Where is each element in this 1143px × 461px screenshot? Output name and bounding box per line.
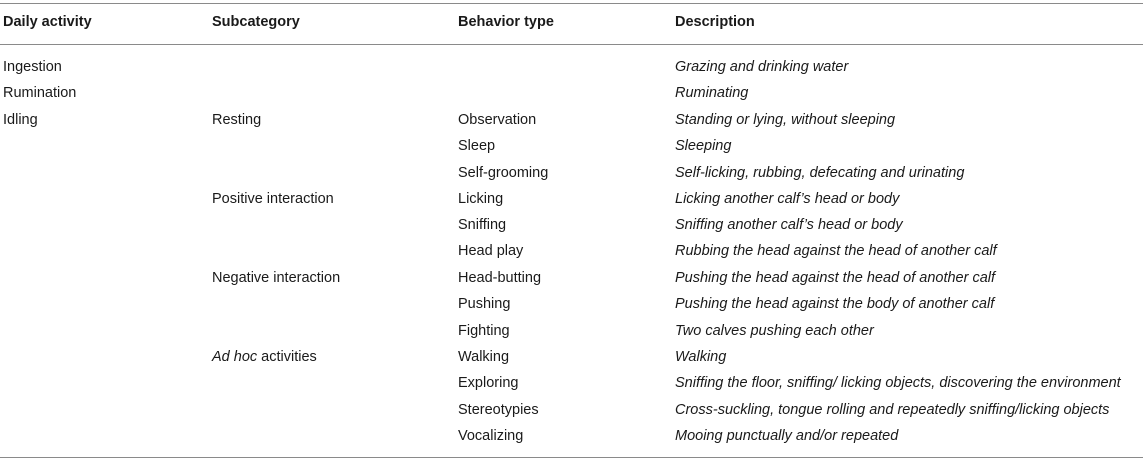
table-row: Stereotypies Cross-suckling, tongue roll… <box>0 397 1143 423</box>
cell-behavior: Head-butting <box>458 270 542 286</box>
table-row: Rumination Ruminating <box>0 80 1143 106</box>
cell-description: Ruminating <box>675 85 749 101</box>
cell-behavior: Walking <box>458 349 510 365</box>
cell-behavior: Pushing <box>458 296 511 312</box>
cell-description: Walking <box>675 349 727 365</box>
cell-description: Cross-suckling, tongue rolling and repea… <box>675 402 1110 418</box>
table-row: Head play Rubbing the head against the h… <box>0 238 1143 264</box>
table-header-rule <box>0 44 1143 45</box>
cell-description: Two calves pushing each other <box>675 323 874 339</box>
cell-behavior: Fighting <box>458 323 510 339</box>
subcategory-italic-part: Ad hoc <box>212 349 258 365</box>
cell-behavior: Stereotypies <box>458 402 539 418</box>
table-row: Ingestion Grazing and drinking water <box>0 54 1143 80</box>
cell-activity: Rumination <box>3 85 77 101</box>
table-row: Sleep Sleeping <box>0 133 1143 159</box>
cell-description: Mooing punctually and/or repeated <box>675 428 899 444</box>
table-header-row: Daily activity Subcategory Behavior type… <box>0 9 1143 35</box>
table-top-rule <box>0 3 1143 4</box>
cell-description: Sniffing another calf’s head or body <box>675 217 903 233</box>
cell-description: Sniffing the floor, sniffing/ licking ob… <box>675 375 1121 391</box>
cell-description: Self-licking, rubbing, defecating and ur… <box>675 165 965 181</box>
header-subcategory: Subcategory <box>212 14 300 30</box>
table-bottom-rule <box>0 457 1143 458</box>
header-behavior-type: Behavior type <box>458 14 554 30</box>
cell-activity: Idling <box>3 112 38 128</box>
cell-subcategory: Negative interaction <box>212 270 341 286</box>
cell-description: Rubbing the head against the head of ano… <box>675 243 997 259</box>
cell-behavior: Sniffing <box>458 217 507 233</box>
table-row: Pushing Pushing the head against the bod… <box>0 291 1143 317</box>
cell-behavior: Self-grooming <box>458 165 549 181</box>
cell-behavior: Head play <box>458 243 524 259</box>
cell-behavior: Sleep <box>458 138 496 154</box>
table-row: Negative interaction Head-butting Pushin… <box>0 265 1143 291</box>
cell-description: Grazing and drinking water <box>675 59 849 75</box>
cell-activity: Ingestion <box>3 59 62 75</box>
cell-description: Standing or lying, without sleeping <box>675 112 896 128</box>
cell-description: Pushing the head against the body of ano… <box>675 296 995 312</box>
cell-subcategory: Resting <box>212 112 262 128</box>
table-row: Positive interaction Licking Licking ano… <box>0 186 1143 212</box>
table-row: Self-grooming Self-licking, rubbing, def… <box>0 160 1143 186</box>
cell-behavior: Licking <box>458 191 504 207</box>
subcategory-rest-part: activities <box>257 349 317 365</box>
cell-subcategory: Positive interaction <box>212 191 334 207</box>
cell-description: Licking another calf’s head or body <box>675 191 900 207</box>
header-description: Description <box>675 14 755 30</box>
table-row: Exploring Sniffing the floor, sniffing/ … <box>0 370 1143 396</box>
cell-subcategory: Ad hoc activities <box>212 344 317 370</box>
table-row: Sniffing Sniffing another calf’s head or… <box>0 212 1143 238</box>
cell-description: Pushing the head against the head of ano… <box>675 270 996 286</box>
cell-description: Sleeping <box>675 138 732 154</box>
cell-behavior: Vocalizing <box>458 428 524 444</box>
table-row: Fighting Two calves pushing each other <box>0 318 1143 344</box>
table-row: Ad hoc activities Walking Walking <box>0 344 1143 370</box>
table-row: Idling Resting Observation Standing or l… <box>0 107 1143 133</box>
header-daily-activity: Daily activity <box>3 14 92 30</box>
table-row: Vocalizing Mooing punctually and/or repe… <box>0 423 1143 449</box>
cell-behavior: Exploring <box>458 375 519 391</box>
cell-behavior: Observation <box>458 112 537 128</box>
